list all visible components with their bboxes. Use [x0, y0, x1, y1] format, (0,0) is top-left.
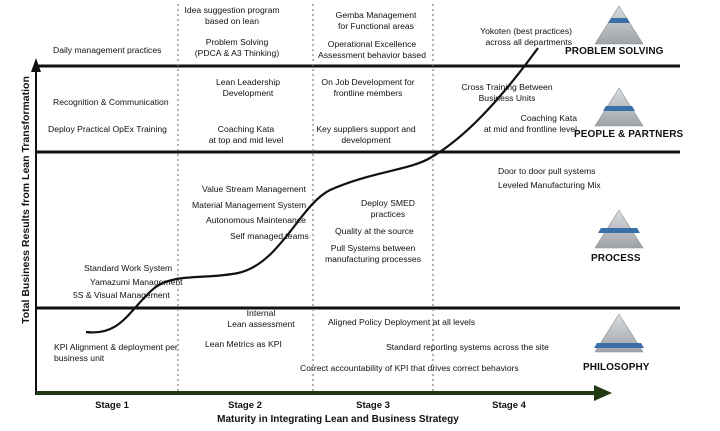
item-quality-at-source: Quality at the source: [335, 226, 414, 236]
item-leveled-mix: Leveled Manufacturing Mix: [498, 180, 601, 190]
item-lean-metrics: Lean Metrics as KPI: [205, 339, 282, 349]
item-door-to-door-pull: Door to door pull systems: [498, 166, 596, 176]
item-daily-management: Daily management practices: [53, 45, 162, 55]
maturity-curve: [85, 47, 539, 334]
item-aligned-policy: Aligned Policy Deployment at all levels: [328, 317, 476, 327]
pyramid-problem-solving-icon: [594, 5, 644, 45]
item-autonomous-maintenance: Autonomous Maintenance: [206, 215, 306, 225]
item-standard-work-system: Standard Work System: [84, 263, 173, 273]
item-5s-visual: 5S & Visual Management: [73, 290, 170, 300]
stage-4-label: Stage 4: [492, 400, 526, 411]
item-problem-solving: Problem Solving(PDCA & A3 Thinking): [194, 37, 280, 58]
layer-people-partners: PEOPLE & PARTNERS: [574, 129, 684, 140]
item-correct-accountability: Correct accountability of KPI that drive…: [300, 363, 519, 373]
item-material-management: Material Management System: [192, 200, 307, 210]
x-axis-arrowhead: [594, 385, 612, 401]
layer-problem-solving: PROBLEM SOLVING: [565, 46, 664, 57]
pyramid-process-icon: [594, 209, 644, 249]
layer-process: PROCESS: [591, 253, 641, 264]
item-yokoten: Yokoten (best practices)across all depar…: [480, 26, 572, 47]
item-standard-reporting: Standard reporting systems across the si…: [386, 342, 549, 352]
item-self-managed-teams: Self managed teams: [230, 231, 309, 241]
layer-philosophy: PHILOSOPHY: [583, 362, 650, 373]
pyramid-philosophy-icon: [594, 313, 644, 353]
y-axis-label: Total Business Results from Lean Transfo…: [20, 76, 32, 324]
stage-2-label: Stage 2: [228, 400, 262, 411]
x-axis-label: Maturity in Integrating Lean and Busines…: [217, 414, 459, 425]
item-value-stream-management: Value Stream Management: [202, 184, 306, 194]
item-recognition: Recognition & Communication: [53, 97, 169, 107]
item-yamazumi: Yamazumi Management: [90, 277, 183, 287]
pyramid-people-partners-icon: [594, 87, 644, 127]
stage-1-label: Stage 1: [95, 400, 129, 411]
item-deploy-opex-training: Deploy Practical OpEx Training: [48, 124, 167, 134]
stage-3-label: Stage 3: [356, 400, 390, 411]
